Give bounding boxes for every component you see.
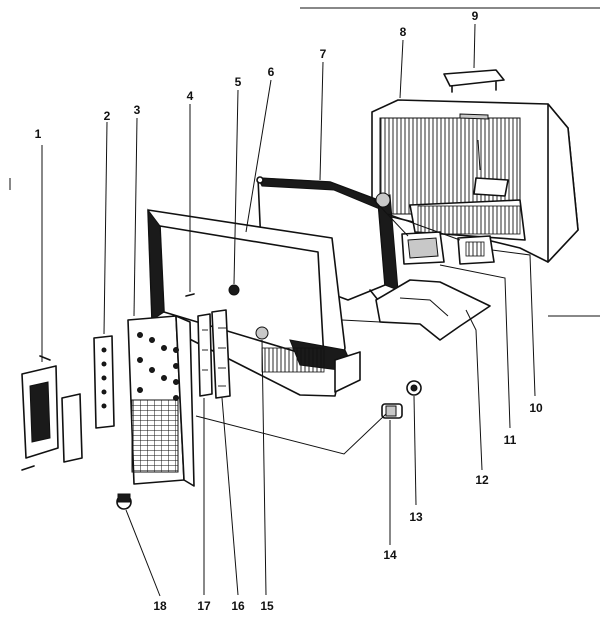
handle-part	[443, 69, 505, 93]
fastener-part-5	[228, 284, 240, 296]
part-label-8: 8	[400, 25, 407, 39]
part-label-6: 6	[268, 65, 275, 79]
part-label-3: 3	[134, 103, 141, 117]
part-label-15: 15	[260, 599, 274, 613]
part-label-9: 9	[472, 9, 479, 23]
part-label-7: 7	[320, 47, 327, 61]
strip-part-17	[197, 313, 213, 397]
connector-part-13	[406, 380, 422, 396]
socket-part-15	[255, 326, 269, 340]
part-label-2: 2	[104, 109, 111, 123]
front-bezel-part	[147, 208, 361, 397]
part-label-1: 1	[35, 127, 42, 141]
part-label-4: 4	[187, 89, 194, 103]
part-label-17: 17	[197, 599, 211, 613]
button-strip-part	[93, 335, 115, 429]
strip-part-16	[211, 309, 231, 399]
screw-part-4	[185, 293, 195, 297]
module-part-11	[401, 231, 445, 265]
chassis-bracket-part	[375, 279, 491, 341]
part-label-18: 18	[153, 599, 167, 613]
part-label-10: 10	[529, 401, 543, 415]
part-label-13: 13	[409, 510, 423, 524]
part-label-5: 5	[235, 75, 242, 89]
module-part-10	[457, 235, 495, 265]
part-label-12: 12	[475, 473, 489, 487]
part-labels: 1 2 3 4 5 6 7 8 9 10 11 12 13 14 15 16 1…	[35, 9, 543, 613]
rear-cabinet-part	[371, 99, 579, 263]
part-label-16: 16	[231, 599, 245, 613]
control-panel-part	[127, 315, 195, 487]
part-label-11: 11	[504, 433, 517, 447]
knob-part-18	[116, 493, 132, 510]
connector-part-14	[381, 403, 403, 419]
bracket-part	[21, 355, 83, 471]
leader-lines	[41, 23, 536, 597]
part-label-14: 14	[383, 548, 397, 562]
